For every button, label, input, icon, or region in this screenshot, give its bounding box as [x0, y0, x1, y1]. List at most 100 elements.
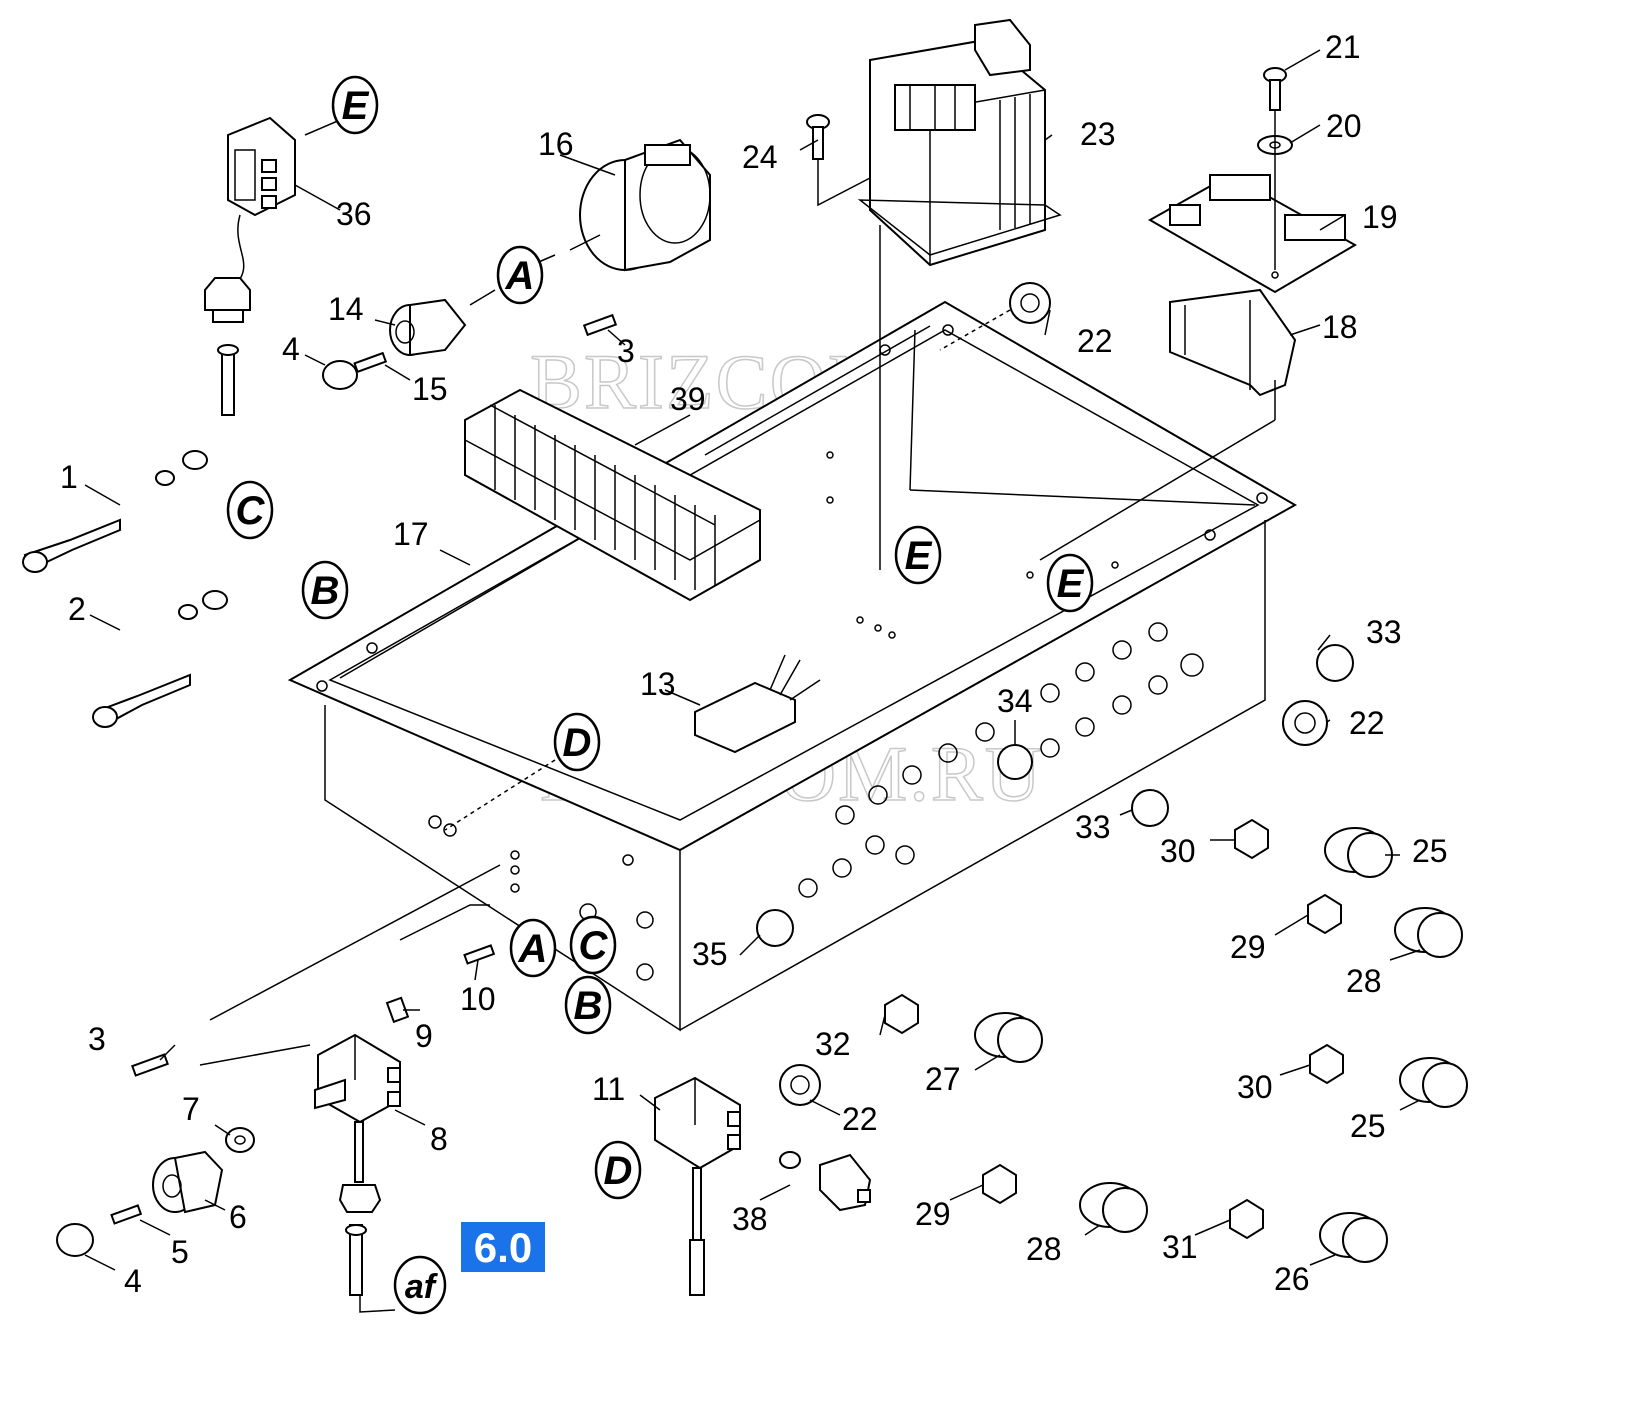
callout-16: 16	[538, 126, 574, 162]
connection-marker-b	[564, 975, 612, 1035]
level-sensor	[204, 116, 296, 416]
callout-22: 22	[842, 1101, 878, 1137]
cap-4-lower	[56, 1223, 94, 1257]
callout-29: 29	[915, 1196, 951, 1232]
callout-4: 4	[282, 331, 300, 367]
connection-marker-d	[594, 1140, 642, 1200]
connection-label: E	[342, 84, 370, 128]
callout-35: 35	[692, 936, 728, 972]
screw-3-lower	[131, 1053, 169, 1077]
callout-3: 3	[617, 333, 635, 369]
connection-marker-b	[301, 560, 349, 620]
callout-23: 23	[1080, 116, 1116, 152]
callout-33: 33	[1075, 809, 1111, 845]
connection-label: B	[311, 569, 340, 613]
callout-21: 21	[1325, 29, 1361, 65]
callout-24: 24	[742, 139, 778, 175]
probe-1	[22, 450, 208, 573]
connection-label: C	[579, 924, 609, 968]
connection-marker-af	[393, 1255, 447, 1315]
connection-label: E	[1057, 562, 1085, 606]
callout-18: 18	[1322, 309, 1358, 345]
board-holder	[1169, 288, 1297, 397]
probe-2	[92, 590, 228, 728]
callout-28: 28	[1026, 1231, 1062, 1267]
callout-22: 22	[1077, 323, 1113, 359]
main-switch	[569, 138, 711, 272]
callout-14: 14	[328, 291, 364, 327]
callout-17: 17	[393, 516, 429, 552]
callout-20: 20	[1326, 108, 1362, 144]
screw-21	[1263, 67, 1287, 111]
callout-27: 27	[925, 1061, 961, 1097]
callout-29: 29	[1230, 929, 1266, 965]
terminal-strip	[464, 388, 761, 602]
callout-22: 22	[1349, 705, 1385, 741]
callout-15: 15	[412, 371, 448, 407]
pin-9	[385, 996, 410, 1024]
knob-14	[389, 298, 467, 357]
callout-36: 36	[336, 196, 372, 232]
screw-3-top	[582, 313, 618, 337]
section-badge-label: 6.0	[474, 1224, 532, 1271]
callout-39: 39	[670, 381, 706, 417]
screw-24	[806, 114, 830, 160]
callout-34: 34	[997, 683, 1033, 719]
connection-label: E	[905, 534, 933, 578]
callout-6: 6	[229, 1199, 247, 1235]
part-callouts: 1 2 3 3 4 4 5 6 7 8 9 10 11 13 14 15 16 …	[60, 29, 1448, 1299]
callout-32: 32	[815, 1026, 851, 1062]
connection-marker-e	[331, 75, 379, 135]
callout-1: 1	[60, 459, 78, 495]
callout-10: 10	[460, 981, 496, 1017]
screw-15	[353, 351, 388, 374]
connection-label: A	[505, 254, 535, 298]
circuit-board	[1147, 173, 1358, 294]
knob-6	[152, 1150, 224, 1214]
connection-marker-a	[496, 245, 544, 305]
connection-label: D	[604, 1149, 633, 1193]
callout-26: 26	[1274, 1261, 1310, 1297]
solenoid-11	[654, 1076, 741, 1296]
callout-25: 25	[1350, 1108, 1386, 1144]
switch-38	[779, 1151, 872, 1212]
callout-30: 30	[1237, 1069, 1273, 1105]
control-box-housing	[287, 300, 1298, 1032]
section-badge	[461, 1222, 545, 1272]
screw-5	[110, 1204, 143, 1225]
callout-38: 38	[732, 1201, 768, 1237]
connection-markers: E A C B E E D A C B D af	[226, 75, 1094, 1315]
connection-marker-e	[1046, 553, 1094, 613]
callout-25: 25	[1412, 833, 1448, 869]
callout-13: 13	[640, 666, 676, 702]
connection-marker-e	[894, 525, 942, 585]
connection-label: D	[563, 721, 592, 765]
callout-8: 8	[430, 1121, 448, 1157]
callout-31: 31	[1162, 1229, 1198, 1265]
connection-label: A	[518, 927, 548, 971]
connection-marker-a	[509, 918, 557, 978]
transformer	[857, 18, 1062, 267]
callout-4: 4	[124, 1263, 142, 1299]
cable-glands	[756, 282, 1468, 1263]
callout-11: 11	[592, 1071, 625, 1107]
pressure-switch-8	[314, 1033, 401, 1296]
connection-marker-d	[553, 712, 601, 772]
callout-5: 5	[171, 1234, 189, 1270]
connection-label: C	[236, 489, 266, 533]
connection-label: af	[405, 1268, 439, 1306]
connection-marker-c	[226, 480, 274, 540]
callout-30: 30	[1160, 833, 1196, 869]
callout-33: 33	[1366, 614, 1402, 650]
callout-3: 3	[88, 1021, 106, 1057]
capacitor	[694, 654, 821, 754]
washer-7	[225, 1127, 255, 1153]
screw-10	[463, 944, 496, 965]
callout-28: 28	[1346, 963, 1382, 999]
callout-9: 9	[415, 1018, 433, 1054]
callout-19: 19	[1362, 199, 1398, 235]
connection-marker-c	[569, 915, 617, 975]
leader-lines	[84, 49, 1421, 1313]
callout-7: 7	[182, 1091, 200, 1127]
